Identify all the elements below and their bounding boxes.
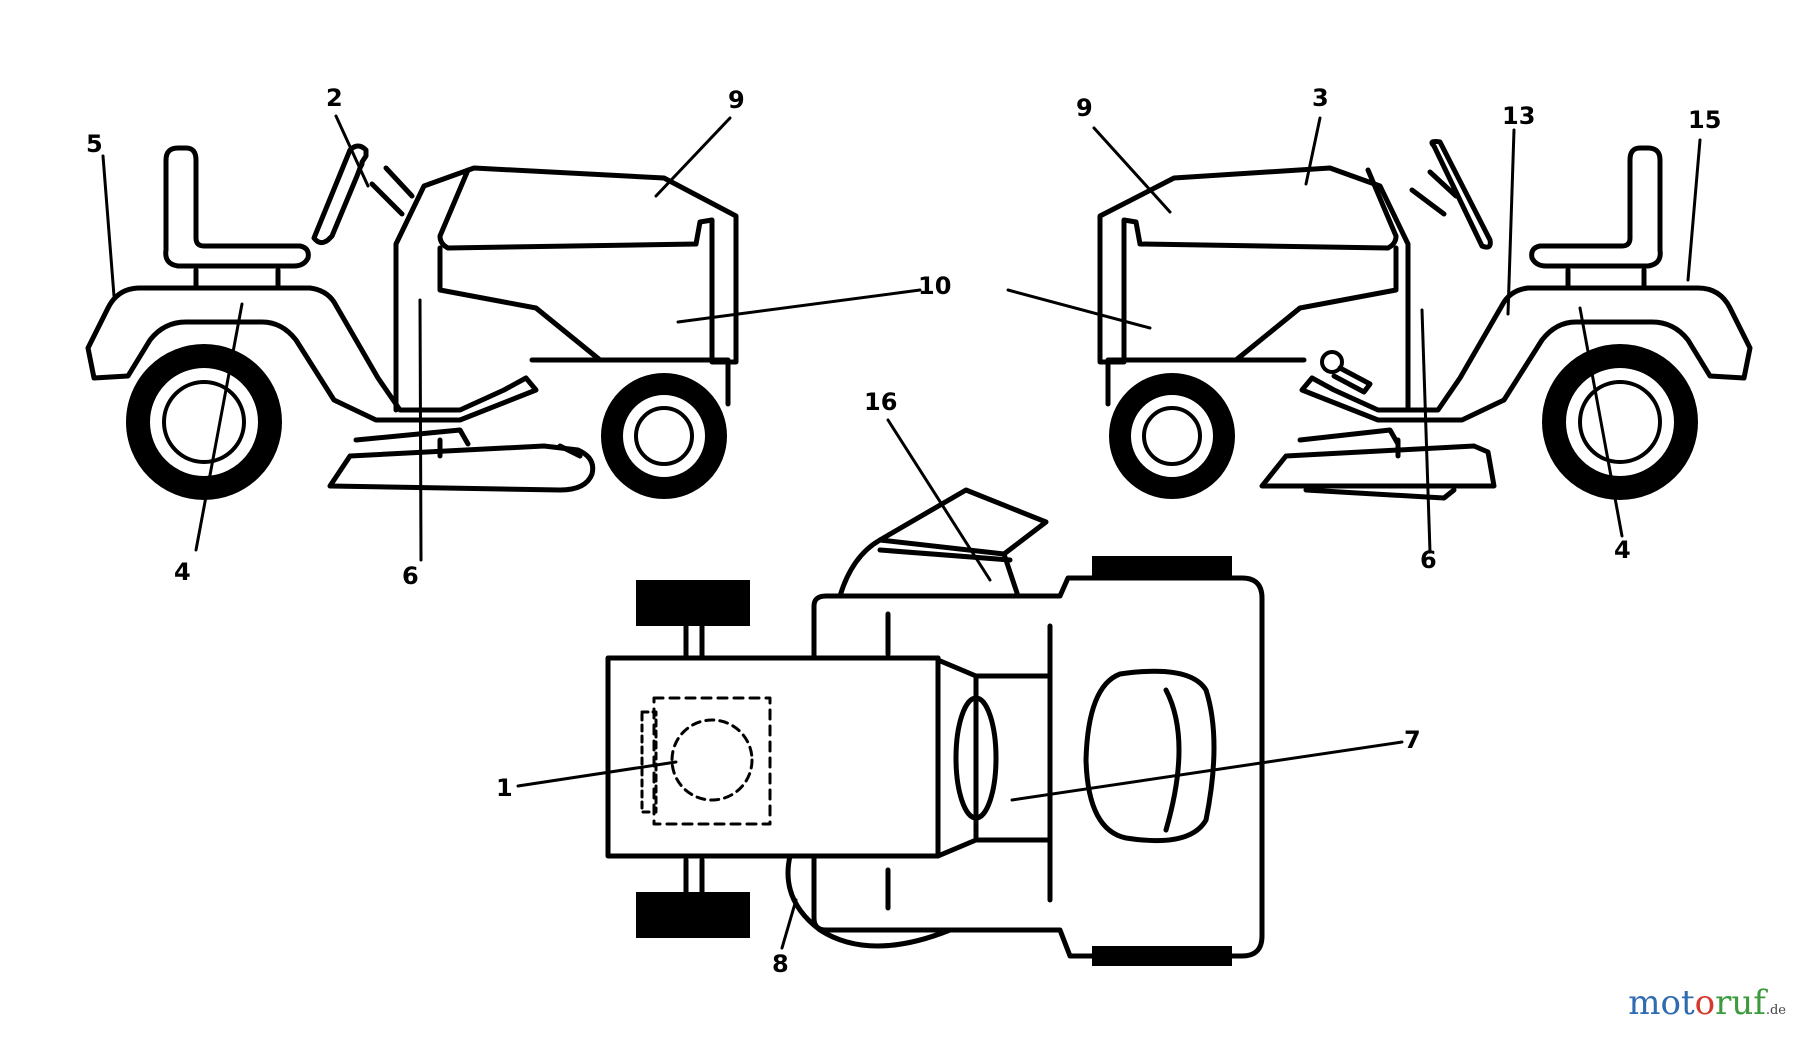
callout-8: 8	[772, 950, 789, 978]
seat-top	[1083, 668, 1217, 844]
seat-left	[163, 145, 311, 269]
callout-4-left: 4	[174, 558, 191, 586]
callout-1: 1	[496, 774, 513, 802]
discharge-chute	[837, 487, 1049, 599]
watermark-part-c: ruf	[1715, 983, 1766, 1023]
callout-6-left: 6	[402, 562, 419, 590]
callout-4-right: 4	[1614, 536, 1631, 564]
steering-wheel-right	[1429, 139, 1493, 250]
rear-wheel-right	[1542, 344, 1698, 500]
callout-13: 13	[1502, 102, 1535, 130]
callout-9-right: 9	[1076, 94, 1093, 122]
tractor-top-view	[605, 487, 1265, 966]
callout-9-left: 9	[728, 86, 745, 114]
tractor-right-side-view	[1097, 139, 1753, 501]
callout-5: 5	[86, 130, 103, 158]
leader-lines	[101, 114, 1702, 950]
watermark-logo: motoruf.de	[1628, 986, 1786, 1020]
front-wheel-left	[601, 373, 727, 499]
tractor-left-side-view	[85, 143, 739, 500]
seat-right	[1529, 145, 1663, 269]
callout-15: 15	[1688, 106, 1721, 134]
front-wheel-right	[1109, 373, 1235, 499]
callout-3: 3	[1312, 84, 1329, 112]
front-tire-bottom	[636, 892, 750, 938]
callout-2: 2	[326, 84, 343, 112]
steering-wheel-left	[311, 143, 369, 246]
rear-fender-right	[1299, 285, 1753, 423]
mower-deck-right	[1259, 443, 1497, 489]
hood-left	[393, 165, 739, 365]
watermark-part-a: mot	[1628, 983, 1695, 1023]
front-tire-top	[636, 580, 750, 626]
callout-10: 10	[918, 272, 951, 300]
hood-top	[605, 655, 941, 859]
watermark-tld: .de	[1765, 1003, 1786, 1018]
mower-deck-left	[327, 443, 596, 493]
callout-16: 16	[864, 388, 897, 416]
callout-labels: 5 2 9 4 6 10 9 3 13 15 6 4 16 1 7 8	[86, 84, 1721, 978]
rear-fender-left	[85, 285, 539, 423]
hood-right	[1097, 165, 1411, 365]
callout-7: 7	[1404, 726, 1421, 754]
rear-wheel-left	[126, 344, 282, 500]
body-top	[811, 575, 1265, 959]
watermark-part-b: o	[1694, 983, 1716, 1023]
callout-6-right: 6	[1420, 546, 1437, 574]
